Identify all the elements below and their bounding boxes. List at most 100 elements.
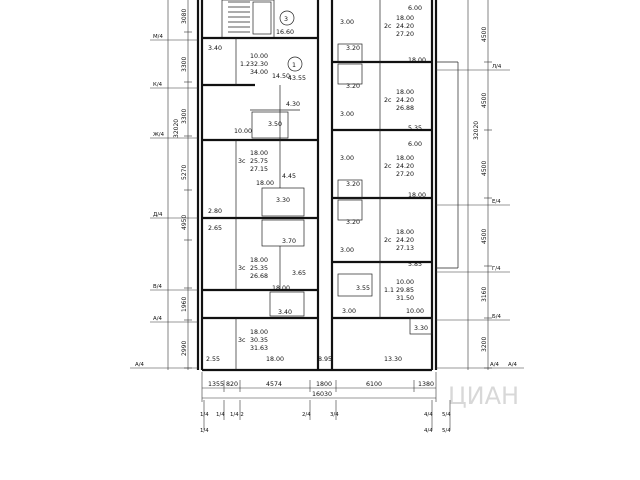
svg-text:Ж/4: Ж/4 <box>153 132 165 138</box>
svg-text:18.00: 18.00 <box>408 192 426 199</box>
svg-text:3.00: 3.00 <box>340 247 354 254</box>
section-marker-3: 3 <box>284 16 288 23</box>
svg-text:43.55: 43.55 <box>288 75 306 82</box>
svg-text:18.00: 18.00 <box>396 229 414 236</box>
svg-text:24.20: 24.20 <box>396 163 414 170</box>
svg-text:18.00: 18.00 <box>266 356 284 363</box>
exterior-walls <box>196 0 438 372</box>
svg-text:А/4: А/4 <box>490 362 500 368</box>
svg-text:3.00: 3.00 <box>340 111 354 118</box>
svg-text:А/4: А/4 <box>153 316 163 322</box>
room-l3: 18.00 3с 25.35 26.68 <box>238 257 268 280</box>
svg-text:4500: 4500 <box>481 161 488 176</box>
svg-text:16.60: 16.60 <box>276 29 294 36</box>
svg-text:18.00: 18.00 <box>250 150 268 157</box>
svg-text:1355: 1355 <box>208 381 224 388</box>
left-axis-labels: М/4 К/4 Ж/4 Д/4 В/4 А/4 А/4 <box>130 34 198 369</box>
section-marker-1: 1 <box>292 62 296 69</box>
svg-text:3.40: 3.40 <box>208 45 222 52</box>
svg-text:10.00: 10.00 <box>250 53 268 60</box>
svg-text:1960: 1960 <box>181 297 188 312</box>
svg-text:3200: 3200 <box>481 337 488 352</box>
svg-text:5/4: 5/4 <box>442 412 451 418</box>
room-l4: 18.00 3с 30.35 31.63 <box>238 329 268 352</box>
svg-text:6.00: 6.00 <box>408 5 422 12</box>
svg-text:1.1: 1.1 <box>384 287 394 294</box>
svg-text:4950: 4950 <box>181 215 188 230</box>
svg-text:А/4: А/4 <box>135 362 145 368</box>
svg-text:16030: 16030 <box>312 391 332 398</box>
svg-text:2с: 2с <box>384 97 392 104</box>
watermark: ЦИАН <box>448 382 519 410</box>
bottom-dimension-chain: 1355 820 4574 1800 6100 1380 16030 <box>201 372 437 402</box>
svg-text:Г/4: Г/4 <box>492 266 501 272</box>
corridor-marks <box>279 10 303 72</box>
right-dimension-chain: 4500 4500 4500 4500 3160 3200 32020 <box>467 0 492 370</box>
svg-text:2с: 2с <box>384 237 392 244</box>
right-axis-labels: Л/4 Е/4 Г/4 Б/4 А/4 А/4 <box>436 64 524 369</box>
svg-text:18.00: 18.00 <box>396 89 414 96</box>
svg-text:24.20: 24.20 <box>396 237 414 244</box>
svg-text:24.20: 24.20 <box>396 23 414 30</box>
svg-text:М/4: М/4 <box>153 34 163 40</box>
svg-text:820: 820 <box>226 381 238 388</box>
svg-text:3300: 3300 <box>181 57 188 72</box>
svg-text:14.50: 14.50 <box>272 73 290 80</box>
svg-text:3.65: 3.65 <box>292 270 306 277</box>
svg-text:3.40: 3.40 <box>278 309 292 316</box>
svg-text:24.20: 24.20 <box>396 97 414 104</box>
room-r5: 10.00 1.1 29.85 31.50 <box>384 279 414 302</box>
svg-text:29.85: 29.85 <box>396 287 414 294</box>
area-labels: 16.60 3.40 14.50 43.55 4.30 3.50 10.00 4… <box>206 5 428 363</box>
svg-text:4.30: 4.30 <box>286 101 300 108</box>
svg-text:18.00: 18.00 <box>250 257 268 264</box>
svg-text:18.00: 18.00 <box>250 329 268 336</box>
svg-text:13.30: 13.30 <box>384 356 402 363</box>
svg-text:10.00: 10.00 <box>234 128 252 135</box>
svg-text:3.00: 3.00 <box>340 19 354 26</box>
svg-text:Л/4: Л/4 <box>492 64 502 70</box>
svg-text:А/4: А/4 <box>508 362 518 368</box>
svg-text:3.20: 3.20 <box>346 83 360 90</box>
svg-text:4/4: 4/4 <box>424 428 433 434</box>
svg-text:18.00: 18.00 <box>396 15 414 22</box>
svg-text:27.15: 27.15 <box>250 166 268 173</box>
svg-text:30.35: 30.35 <box>250 337 268 344</box>
bottom-axis-labels: 1/4 1/4 1/4 2 2/4 3/4 4/4 5/4 1/4 4/4 5/… <box>200 400 451 434</box>
svg-text:3.30: 3.30 <box>276 197 290 204</box>
svg-text:32020: 32020 <box>173 119 180 138</box>
svg-text:1/4: 1/4 <box>200 428 209 434</box>
svg-text:4500: 4500 <box>481 93 488 108</box>
room-r2: 18.00 2с 24.20 26.88 <box>384 89 414 112</box>
svg-text:3с: 3с <box>238 158 246 165</box>
svg-text:3.00: 3.00 <box>342 308 356 315</box>
svg-text:25.75: 25.75 <box>250 158 268 165</box>
svg-text:10.00: 10.00 <box>406 308 424 315</box>
svg-text:27.20: 27.20 <box>396 171 414 178</box>
svg-text:5/4: 5/4 <box>442 428 451 434</box>
svg-text:3/4: 3/4 <box>330 412 339 418</box>
svg-text:32.30: 32.30 <box>250 61 268 68</box>
room-r3: 18.00 2с 24.20 27.20 <box>384 155 414 178</box>
svg-text:3300: 3300 <box>181 109 188 124</box>
svg-text:1/4 2: 1/4 2 <box>230 412 244 418</box>
svg-text:2.55: 2.55 <box>206 356 220 363</box>
svg-text:18.00: 18.00 <box>256 180 274 187</box>
svg-text:К/4: К/4 <box>153 82 163 88</box>
svg-text:3.00: 3.00 <box>340 155 354 162</box>
room-l2: 18.00 3с 25.75 27.15 <box>238 150 268 173</box>
svg-text:32020: 32020 <box>473 121 480 140</box>
room-l1: 10.00 1.2 32.30 34.00 <box>240 53 268 76</box>
svg-text:31.50: 31.50 <box>396 295 414 302</box>
svg-text:3.70: 3.70 <box>282 238 296 245</box>
svg-text:27.20: 27.20 <box>396 31 414 38</box>
svg-text:26.88: 26.88 <box>396 105 414 112</box>
svg-text:2.65: 2.65 <box>208 225 222 232</box>
svg-text:1800: 1800 <box>316 381 332 388</box>
svg-text:6100: 6100 <box>366 381 382 388</box>
room-r1: 18.00 2с 24.20 27.20 <box>384 15 414 38</box>
svg-text:8.95: 8.95 <box>318 356 332 363</box>
svg-text:1/4: 1/4 <box>200 412 209 418</box>
svg-text:4574: 4574 <box>266 381 282 388</box>
right-partitions <box>332 0 459 335</box>
